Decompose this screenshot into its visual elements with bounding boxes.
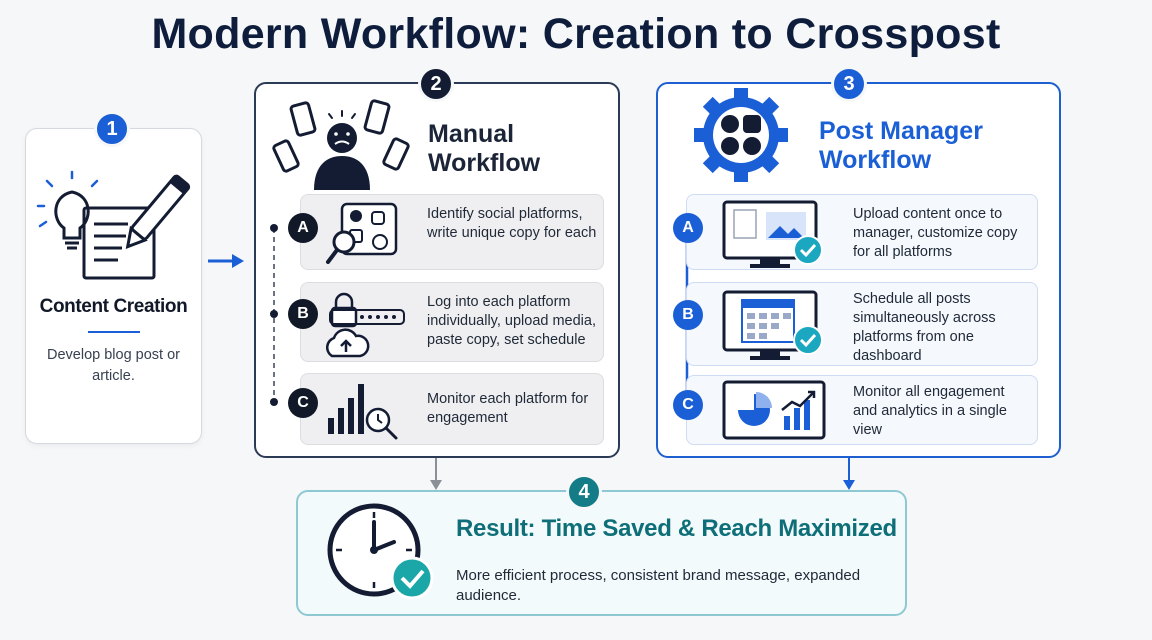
content-creation-description: Develop blog post or article. <box>47 347 180 384</box>
monitor-calendar-check-icon <box>722 290 823 360</box>
clock-check-icon <box>327 503 434 600</box>
bar-chart-clock-icon <box>328 384 398 440</box>
post-manager-workflow-title: Post Manager Workflow <box>819 117 983 174</box>
social-platforms-magnifier-icon <box>326 202 398 264</box>
step-4-badge: 4 <box>566 474 602 510</box>
monitor-upload-check-icon <box>722 200 823 268</box>
step-letter-c: C <box>288 388 318 418</box>
content-creation-title: Content Creation <box>39 296 188 317</box>
arrow-down-icon <box>430 458 442 490</box>
stressed-person-juggling-phones-icon <box>272 99 410 190</box>
step-letter-b: B <box>288 299 318 329</box>
page-title: Modern Workflow: Creation to Crosspost <box>151 10 1001 58</box>
manager-step-c-text: Monitor all engagement and analytics in … <box>853 384 1007 438</box>
lock-password-upload-icon <box>325 292 405 358</box>
manual-step-a-text: Identify social platforms, write unique … <box>427 206 597 241</box>
result-title: Result: Time Saved & Reach Maximized <box>456 515 897 542</box>
step-2-badge: 2 <box>418 66 454 102</box>
arrow-down-icon <box>843 458 855 490</box>
arrow-right-icon <box>208 254 244 268</box>
gear-social-hub-icon <box>694 88 788 182</box>
step-connector <box>270 224 278 406</box>
monitor-analytics-icon <box>722 380 826 440</box>
step-letter-c: C <box>673 390 703 420</box>
manual-workflow-title: Manual Workflow <box>428 120 541 177</box>
lightbulb-document-pencil-icon <box>36 170 191 280</box>
manual-step-c-text: Monitor each platform for engagement <box>427 391 589 426</box>
result-description: More efficient process, consistent brand… <box>456 567 861 604</box>
step-letter-b: B <box>673 300 703 330</box>
manual-step-b-text: Log into each platform individually, upl… <box>427 294 597 348</box>
title-underline <box>88 331 140 333</box>
manager-step-a-text: Upload content once to manager, customiz… <box>853 206 1018 260</box>
step-letter-a: A <box>288 213 318 243</box>
manager-step-b-text: Schedule all posts simultaneously across… <box>853 291 996 364</box>
step-1-badge: 1 <box>94 111 130 147</box>
step-3-badge: 3 <box>831 66 867 102</box>
step-letter-a: A <box>673 213 703 243</box>
